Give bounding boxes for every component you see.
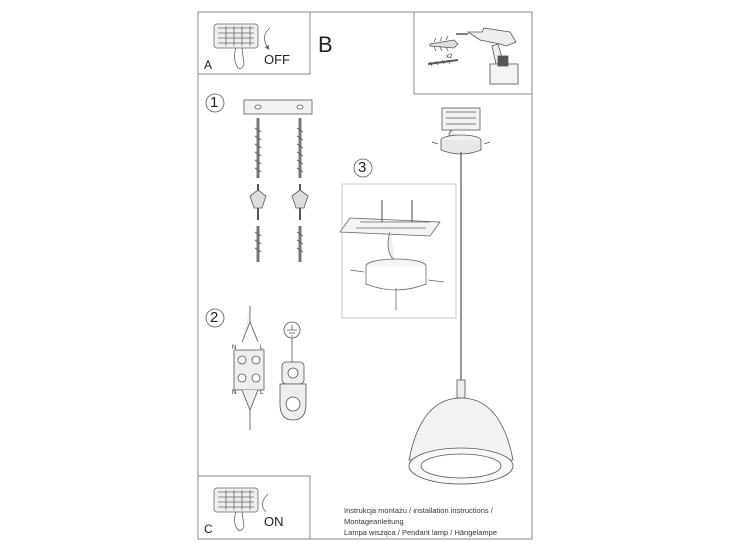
- wire-label-n-bottom: N: [232, 390, 237, 396]
- step1-number: 1: [210, 94, 219, 111]
- caption-line-1: Instrukcja montażu / installation instru…: [344, 506, 493, 526]
- instructions-caption: Instrukcja montażu / installation instru…: [344, 505, 530, 538]
- step3-number: 3: [358, 159, 367, 176]
- step2-circle: [205, 308, 225, 328]
- step1-bracket-drawing: [243, 99, 313, 262]
- step3-detail-frame: [341, 183, 457, 319]
- wire-label-l-top: L: [260, 345, 264, 351]
- panel-c-on-label: ON: [264, 514, 284, 529]
- tools-quantity-label: x2: [446, 54, 453, 60]
- step1-circle: [205, 93, 225, 113]
- tools-panel-frame: [413, 11, 533, 95]
- earth-terminal-drawing: [279, 321, 307, 421]
- switch-on-icon: [213, 487, 269, 531]
- panel-b-letter: B: [318, 32, 333, 57]
- pendant-lamp-drawing: [408, 107, 514, 485]
- panel-a-frame: [197, 11, 311, 75]
- power-drill-icon: [456, 27, 519, 85]
- panel-c-letter: C: [204, 522, 213, 536]
- page-frame: [197, 11, 533, 540]
- step2-number: 2: [210, 309, 219, 326]
- step3-circle: [353, 158, 373, 178]
- panel-a-letter: A: [204, 58, 213, 72]
- wire-label-l-bottom: L: [260, 390, 264, 396]
- wire-label-n-top: N: [232, 345, 237, 351]
- panel-c-frame: [197, 475, 311, 540]
- step3-canopy-drawing: [339, 200, 445, 310]
- wall-plug-screw-icon: [427, 35, 459, 67]
- switch-off-icon: [213, 23, 271, 69]
- terminal-block-drawing: [233, 306, 265, 430]
- panel-a-off-label: OFF: [264, 52, 290, 67]
- caption-line-2: Lampa wisząca / Pendant lamp / Hängelamp…: [344, 528, 498, 537]
